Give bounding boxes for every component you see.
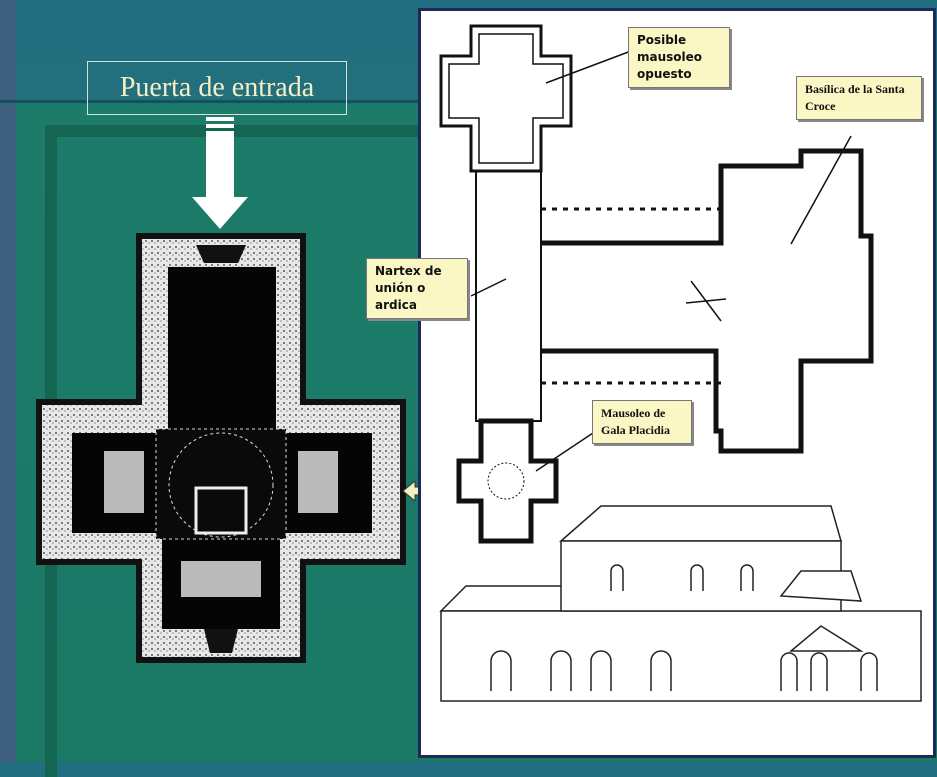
label-nartex: Nartex de unión o ardica bbox=[366, 258, 468, 319]
label-basilica-santa-croce: Basílica de la Santa Croce bbox=[796, 76, 922, 120]
church-complex-plan bbox=[439, 24, 922, 702]
church-plan-panel bbox=[418, 8, 936, 758]
down-arrow-icon bbox=[192, 117, 248, 229]
mausoleum-floor-plan bbox=[36, 233, 406, 663]
label-posible-mausoleo: Posible mausoleo opuesto bbox=[628, 27, 730, 88]
entrance-title: Puerta de entrada bbox=[87, 61, 347, 115]
label-mausoleo-gala-placidia: Mausoleo de Gala Placidia bbox=[592, 400, 692, 444]
divider-line bbox=[0, 100, 420, 103]
church-sketch bbox=[439, 505, 922, 702]
left-strip bbox=[0, 0, 16, 762]
